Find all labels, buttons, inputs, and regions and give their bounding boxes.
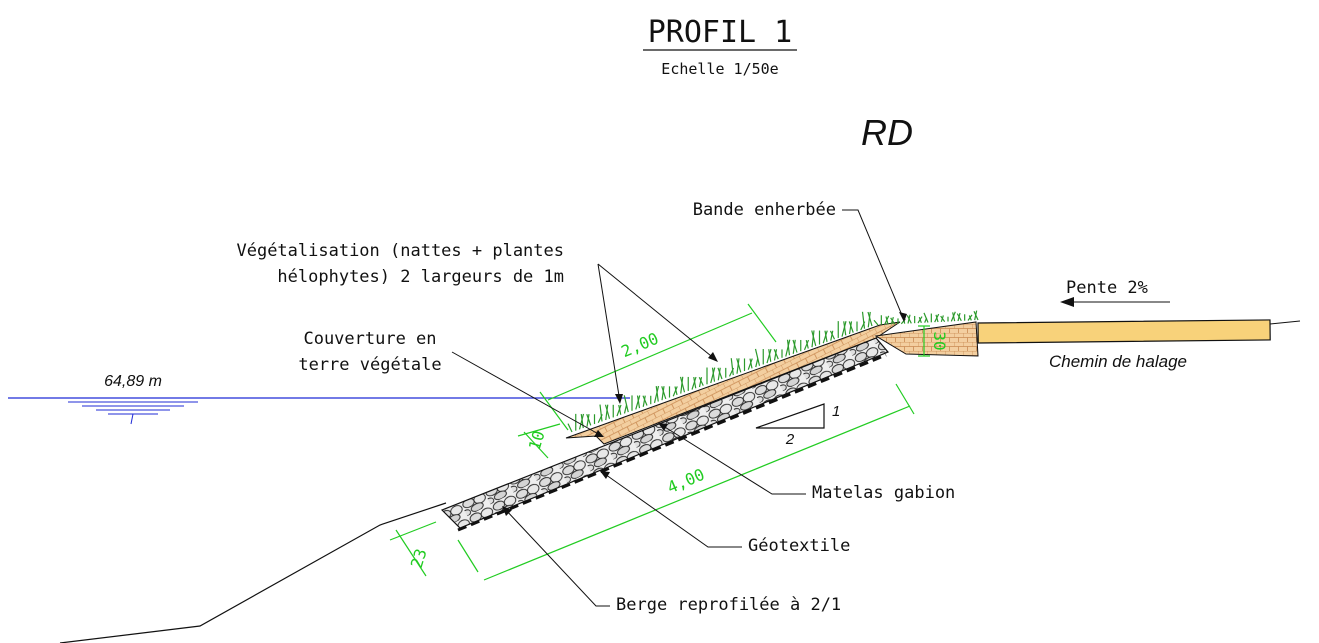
slope-rise: 1	[832, 403, 840, 420]
water-level-icon	[68, 401, 198, 425]
dim-gabion-length: 4,00	[664, 465, 707, 498]
dim-gabion-thickness: 23	[407, 546, 431, 570]
slope-triangle	[755, 403, 825, 429]
gabion-mattress	[440, 337, 889, 529]
arrow-matelas	[658, 423, 668, 431]
grass-vegetation	[567, 310, 979, 433]
topsoil-cover	[565, 321, 901, 445]
pente-arrow-head	[1060, 297, 1074, 307]
arrow-bande	[899, 312, 907, 322]
water-level-label: 64,89 m	[104, 373, 162, 390]
label-berge: Berge reprofilée à 2/1	[616, 595, 841, 615]
leader-bande	[842, 209, 905, 321]
towpath-edge	[1269, 320, 1301, 325]
label-pente: Pente 2%	[1066, 278, 1148, 298]
dimension-lines	[389, 303, 930, 581]
label-couverture-2: terre végétale	[298, 355, 441, 375]
leader-veg-a	[597, 263, 621, 403]
slope-run: 2	[785, 431, 795, 448]
dim-bank-thickness: 30	[930, 331, 949, 350]
side-label: RD	[861, 112, 913, 153]
towpath	[977, 319, 1271, 344]
drawing-title: PROFIL 1	[648, 15, 793, 50]
label-geotextile: Géotextile	[748, 536, 850, 556]
leader-matelas	[659, 423, 806, 495]
dim-veg-width: 2,00	[618, 329, 661, 362]
label-chemin-halage: Chemin de halage	[1049, 352, 1187, 371]
label-matelas-gabion: Matelas gabion	[812, 483, 955, 503]
ground-line	[59, 502, 447, 643]
drawing-scale: Echelle 1/50e	[661, 60, 778, 78]
leader-geotextile	[601, 471, 742, 548]
label-bande-enherbee: Bande enherbée	[693, 200, 836, 220]
geotextile-line	[457, 353, 887, 532]
arrow-geotextile	[600, 471, 610, 479]
arrow-veg-b	[708, 352, 718, 362]
arrow-veg-a	[615, 394, 623, 404]
dim-soil-thickness: 10	[525, 428, 549, 452]
label-vegetalisation-1: Végétalisation (nattes + plantes	[236, 241, 564, 261]
label-couverture-1: Couverture en	[303, 329, 436, 349]
label-vegetalisation-2: hélophytes) 2 largeurs de 1m	[277, 267, 564, 287]
leader-veg-b	[597, 263, 717, 361]
leader-berge	[503, 507, 610, 607]
leader-couverture	[451, 351, 603, 437]
arrow-couverture	[594, 430, 604, 437]
arrow-berge	[502, 506, 512, 516]
bank-block	[874, 321, 979, 357]
